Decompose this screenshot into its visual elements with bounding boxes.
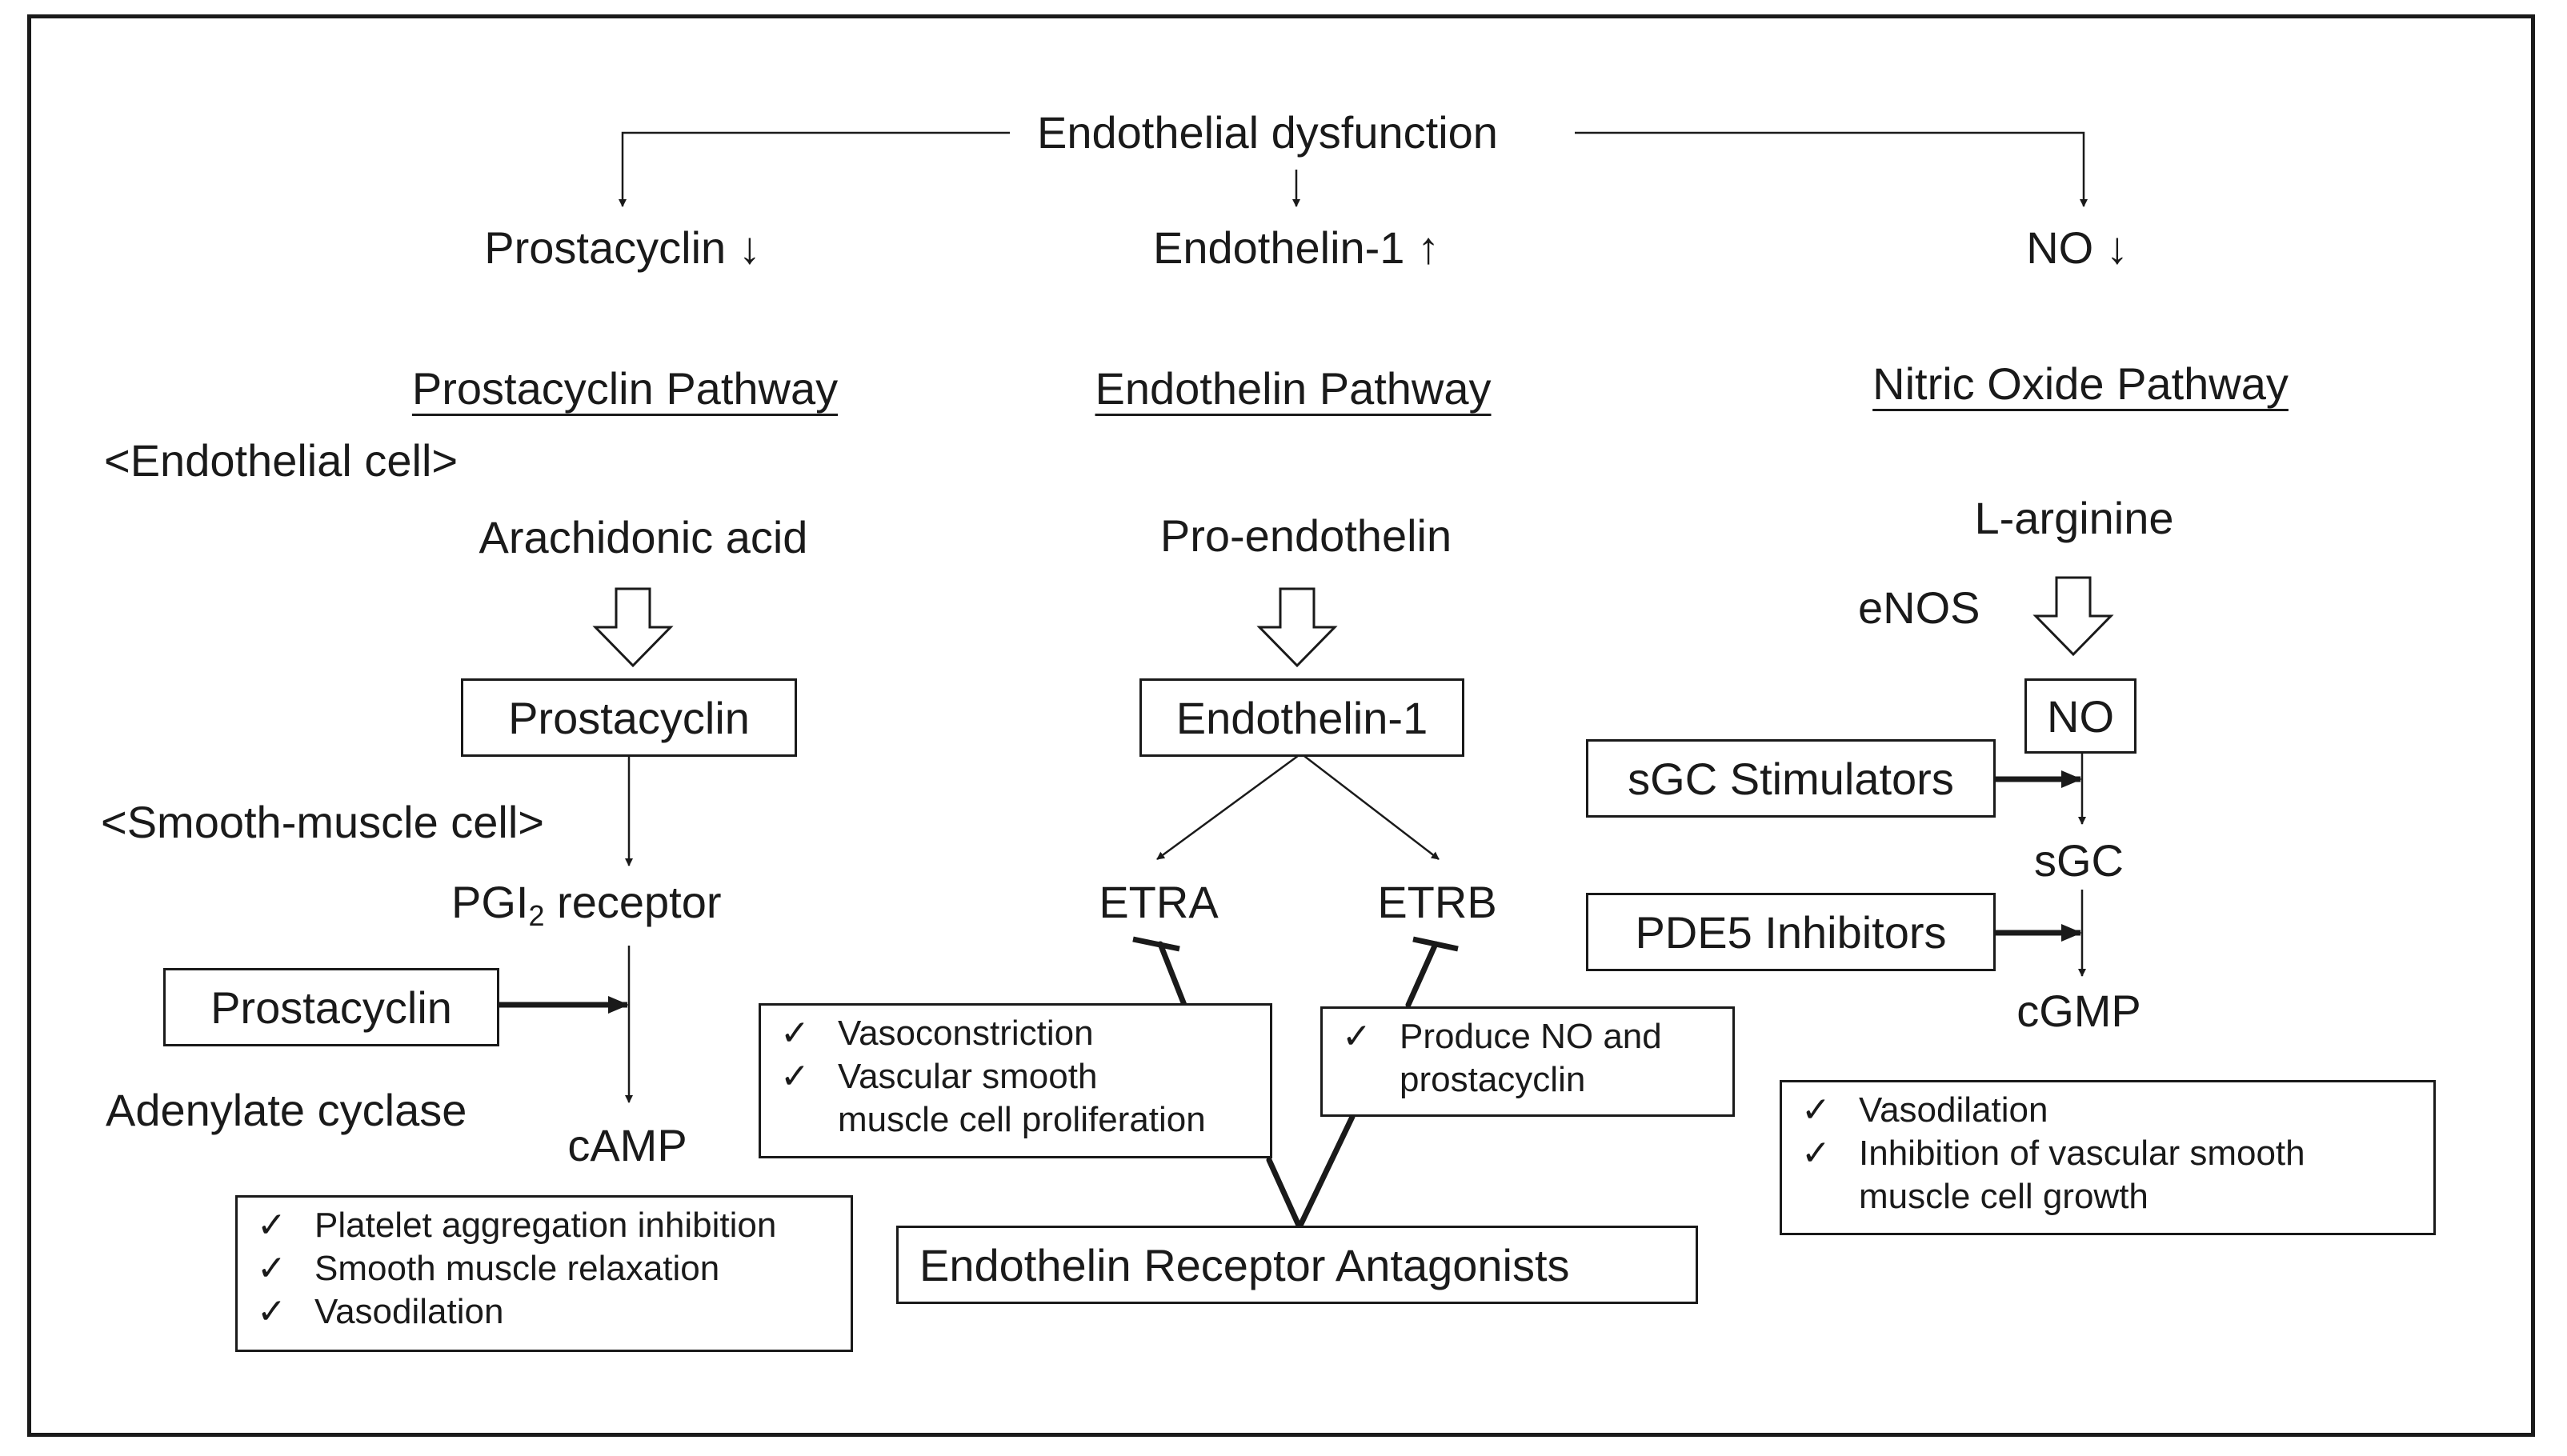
heading-prostacyclin-pathway: Prostacyclin Pathway xyxy=(411,363,839,414)
label-adenylate-cyclase: Adenylate cyclase xyxy=(106,1085,467,1135)
check-icon: ✓ xyxy=(1801,1090,1831,1130)
effect-item: ✓Vasodilation xyxy=(1801,1089,2433,1132)
effect-item: ✓Produce NO and prostacyclin xyxy=(1342,1015,1732,1102)
box-endothelin-1: Endothelin-1 xyxy=(1139,678,1464,757)
hollow-arrow-l-arginine xyxy=(2032,576,2114,657)
heading-nitric-oxide-pathway: Nitric Oxide Pathway xyxy=(1872,358,2289,409)
inhibit-bar-etrb xyxy=(1412,936,1459,952)
box-etrb-effects: ✓Produce NO and prostacyclin xyxy=(1320,1006,1735,1117)
label-camp: cAMP xyxy=(567,1120,687,1170)
inhibit-line-etra xyxy=(1157,941,1303,1230)
connector-top-left xyxy=(619,131,1010,207)
box-prostacyclin-effects: ✓Platelet aggregation inhibition ✓Smooth… xyxy=(235,1195,853,1352)
label-etra: ETRA xyxy=(1099,877,1219,927)
branch-no: NO ↓ xyxy=(2026,222,2128,273)
check-icon: ✓ xyxy=(1801,1134,1831,1173)
box-pde5-inhibitors: PDE5 Inhibitors xyxy=(1586,893,1996,971)
label-l-arginine: L-arginine xyxy=(1974,493,2174,543)
heading-endothelin-pathway: Endothelin Pathway xyxy=(1095,363,1492,414)
branch-endothelin: Endothelin-1 ↑ xyxy=(1152,222,1440,273)
effect-item: ✓Vascular smooth muscle cell proliferati… xyxy=(780,1055,1270,1142)
connector-top-right xyxy=(1575,131,2088,207)
hollow-arrow-arachidonic xyxy=(592,587,674,668)
diagram-frame xyxy=(27,14,2535,1437)
box-no-effects: ✓Vasodilation ✓Inhibition of vascular sm… xyxy=(1780,1080,2436,1235)
check-icon: ✓ xyxy=(257,1292,286,1331)
box-endothelin-receptor-antagonists: Endothelin Receptor Antagonists xyxy=(896,1226,1698,1304)
check-icon: ✓ xyxy=(257,1249,286,1288)
label-arachidonic-acid: Arachidonic acid xyxy=(479,512,808,562)
effect-item: ✓Smooth muscle relaxation xyxy=(257,1247,851,1290)
box-sgc-stimulators: sGC Stimulators xyxy=(1586,739,1996,818)
line-endothelin-to-etra xyxy=(1156,752,1302,861)
top-title: Endothelial dysfunction xyxy=(1037,107,1498,158)
effect-item: ✓Platelet aggregation inhibition xyxy=(257,1204,851,1247)
label-endothelial-cell: <Endothelial cell> xyxy=(104,435,459,486)
box-no: NO xyxy=(2024,678,2136,754)
check-icon: ✓ xyxy=(780,1057,810,1096)
inhibit-line-etrb xyxy=(1296,941,1439,1230)
box-prostacyclin: Prostacyclin xyxy=(461,678,797,757)
label-etrb: ETRB xyxy=(1377,877,1497,927)
label-enos: eNOS xyxy=(1858,582,1980,633)
inhibit-bar-etra xyxy=(1132,936,1180,952)
check-icon: ✓ xyxy=(1342,1017,1372,1056)
label-smooth-muscle-cell: <Smooth-muscle cell> xyxy=(101,797,545,847)
line-endothelin-to-etrb xyxy=(1300,753,1440,860)
effect-item: ✓Vasoconstriction xyxy=(780,1012,1270,1055)
box-etra-effects: ✓Vasoconstriction ✓Vascular smooth muscl… xyxy=(759,1003,1272,1158)
check-icon: ✓ xyxy=(257,1206,286,1245)
label-pgi2-receptor: PGI2 receptor xyxy=(451,877,722,932)
label-cgmp: cGMP xyxy=(2016,986,2141,1036)
label-pro-endothelin: Pro-endothelin xyxy=(1159,510,1452,561)
label-sgc: sGC xyxy=(2034,835,2124,886)
effect-item: ✓Inhibition of vascular smooth muscle ce… xyxy=(1801,1132,2433,1218)
box-prostacyclin-drug: Prostacyclin xyxy=(163,968,499,1046)
effect-item: ✓Vasodilation xyxy=(257,1290,851,1334)
hollow-arrow-pro-endothelin xyxy=(1256,587,1338,668)
check-icon: ✓ xyxy=(780,1014,810,1053)
branch-prostacyclin: Prostacyclin ↓ xyxy=(484,222,761,273)
